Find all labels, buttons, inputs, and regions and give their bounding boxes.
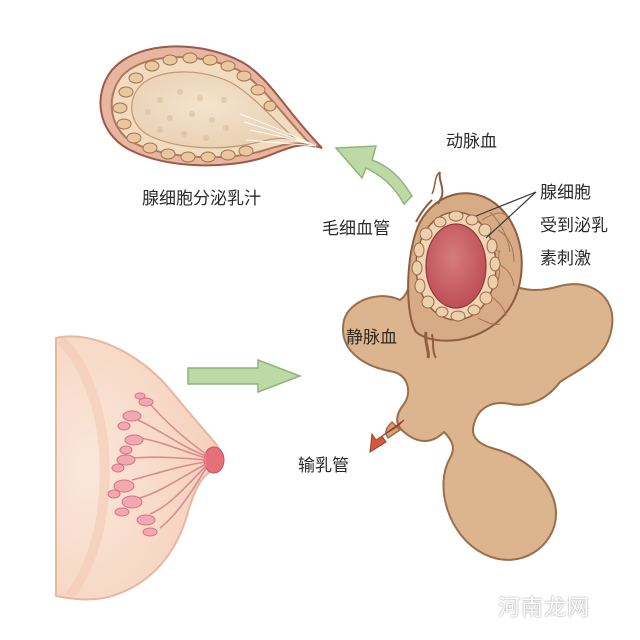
label-gland-cell-1: 腺细胞 xyxy=(540,183,591,203)
label-secretion: 腺细胞分泌乳汁 xyxy=(142,189,261,209)
label-artery: 动脉血 xyxy=(446,132,497,152)
cell-ring-top xyxy=(112,52,277,163)
arrow-red-duct xyxy=(369,419,405,453)
label-pointers xyxy=(475,191,537,239)
breast-cross-section xyxy=(55,335,225,601)
label-capillary: 毛细血管 xyxy=(322,219,390,239)
label-vein: 静脉血 xyxy=(346,328,397,348)
label-gland-cell-2: 受到泌乳 xyxy=(540,216,608,236)
milk-ducts xyxy=(131,403,207,529)
milk-lobules xyxy=(107,392,158,537)
secreting-alveolus xyxy=(99,45,323,167)
alveolus-detail xyxy=(407,171,523,359)
curved-arrow-green xyxy=(334,145,413,206)
watermark: 河南龙网 xyxy=(498,596,591,621)
label-duct: 输乳管 xyxy=(298,456,349,476)
gland-cells-ring xyxy=(411,210,501,322)
straight-arrow-green xyxy=(187,358,303,394)
label-gland-cell-3: 素刺激 xyxy=(540,249,591,269)
